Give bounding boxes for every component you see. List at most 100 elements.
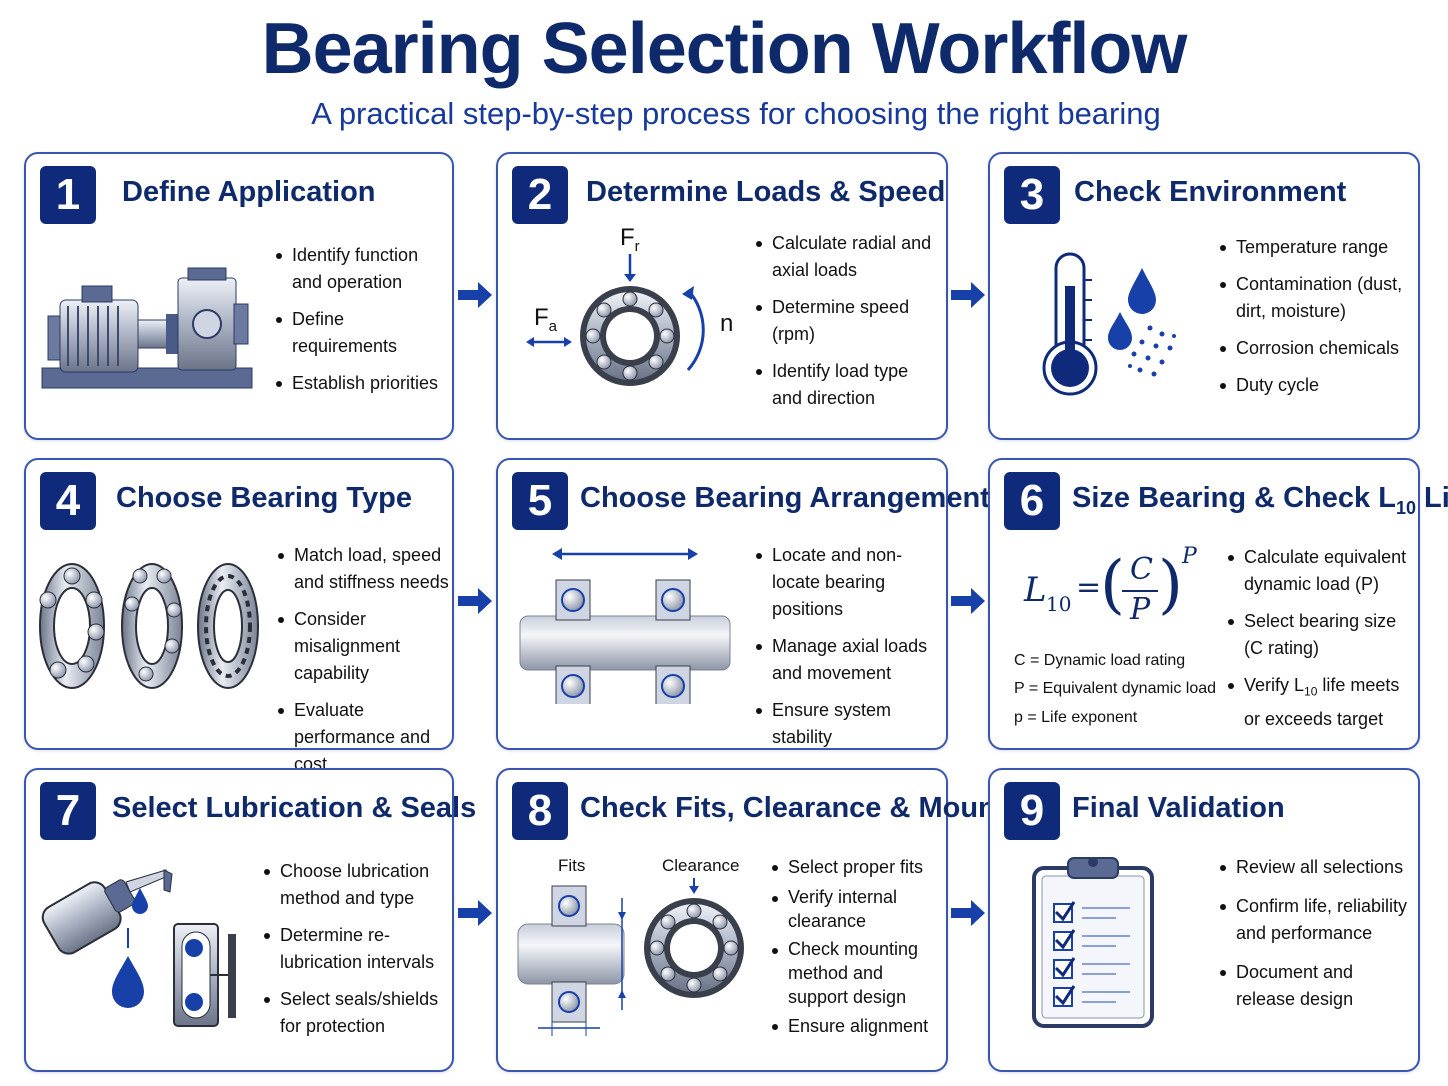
bullet-item: Temperature range — [1220, 234, 1410, 261]
step-number-badge: 9 — [1004, 782, 1060, 840]
clipboard-checklist-icon — [1032, 857, 1154, 1028]
step-bullets: Calculate radial and axial loads Determi… — [756, 230, 936, 422]
step-card-6: 6 Size Bearing & Check L10 Life L 10 = (… — [988, 458, 1448, 750]
fits-clearance-diagram — [517, 878, 744, 1036]
step-card-7: 7 Select Lubrication & Seals Choose lubr… — [24, 768, 476, 1072]
lubrication-seal-illustration — [41, 869, 236, 1027]
tapered-roller-bearing-icon — [197, 563, 259, 689]
step-number-badge: 7 — [40, 782, 96, 840]
step-title: Check Environment — [1074, 176, 1347, 208]
flow-arrow-icon — [951, 588, 985, 614]
step-number-badge: 3 — [1004, 166, 1060, 224]
axial-force-label: Fa — [534, 304, 558, 335]
bullet-item: Calculate equivalent dynamic load (P) — [1228, 544, 1412, 598]
bullet-item: Consider misalignment capability — [278, 606, 450, 687]
bullet-item: Select bearing size (C rating) — [1228, 608, 1412, 662]
fits-label: Fits — [558, 856, 586, 875]
clearance-bearing-icon — [644, 898, 744, 998]
self-aligning-bearing-icon — [121, 563, 183, 689]
life-equation: L 10 = ( C P ) P — [1024, 544, 1197, 627]
flow-arrow-icon — [458, 282, 492, 308]
speed-label: n — [720, 310, 734, 337]
bearing-housing-right — [655, 579, 691, 704]
bullet-item: Identify function and operation — [276, 242, 446, 296]
bullet-item: Determine speed (rpm) — [756, 294, 936, 348]
bullet-item: Select proper fits — [772, 854, 938, 881]
equation-legend-exponent: p = Life exponent — [1014, 709, 1138, 726]
bullet-item: Contamination (dust, dirt, moisture) — [1220, 271, 1410, 325]
step-bullets: Identify function and operation Define r… — [276, 242, 446, 407]
page-subtitle: A practical step-by-step process for cho… — [311, 96, 1161, 131]
bearing-seal-icon — [173, 923, 236, 1027]
ball-bearing-icon — [580, 286, 680, 386]
flow-arrow-icon — [951, 900, 985, 926]
step-number-badge: 4 — [40, 472, 96, 530]
step-title: Choose Bearing Type — [116, 482, 412, 514]
bullet-item: Define requirements — [276, 306, 446, 360]
step-title: Check Fits, Clearance & Mounting — [580, 792, 1049, 824]
bullet-item: Ensure alignment — [772, 1013, 938, 1040]
bullet-item: Select seals/shields for protection — [264, 986, 450, 1040]
step-card-9: 9 Final Validation Review all selections… — [988, 768, 1420, 1072]
flow-arrow-icon — [951, 282, 985, 308]
step-number-badge: 8 — [512, 782, 568, 840]
bullet-item: Verify L10 life meets or exceeds target — [1228, 672, 1412, 733]
step-card-3: 3 Check Environment Temperature range Co… — [988, 152, 1420, 440]
step-title: Determine Loads & Speed — [586, 176, 946, 208]
step-number-badge: 6 — [1004, 472, 1060, 530]
bullet-item: Determine re-lubrication intervals — [264, 922, 450, 976]
step-title: Select Lubrication & Seals — [112, 792, 477, 824]
bearing-arrangement-diagram — [519, 548, 731, 704]
bullet-item: Corrosion chemicals — [1220, 335, 1410, 362]
step-card-4: 4 Choose Bearing Type Match load, speed … — [24, 458, 454, 774]
radial-force-label: Fr — [620, 224, 640, 255]
step-title: Size Bearing & Check L10 Life — [1072, 482, 1448, 518]
step-bullets: Temperature range Contamination (dust, d… — [1220, 234, 1410, 409]
bullet-item: Locate and non-locate bearing positions — [756, 542, 938, 623]
step-card-8: 8 Check Fits, Clearance & Mounting Fits … — [496, 768, 1049, 1072]
step-number-badge: 1 — [40, 166, 96, 224]
thermometer-icon — [1042, 252, 1176, 396]
motor-pump-illustration — [41, 267, 253, 389]
bullet-item: Verify internal clearance — [772, 885, 938, 933]
bullet-item: Ensure system stability — [756, 697, 938, 751]
bullet-item: Document and release design — [1220, 959, 1410, 1013]
step-number-badge: 2 — [512, 166, 568, 224]
oil-can-icon — [41, 869, 173, 955]
step-bullets: Select proper fits Verify internal clear… — [772, 854, 938, 1050]
deep-groove-bearing-icon — [39, 563, 105, 689]
step-bullets: Match load, speed and stiffness needs Co… — [278, 542, 450, 788]
step-bullets: Review all selections Confirm life, reli… — [1220, 854, 1410, 1023]
checklist-items — [1053, 901, 1130, 1007]
bearing-housing-left — [555, 579, 591, 704]
bullet-item: Calculate radial and axial loads — [756, 230, 936, 284]
step-bullets: Calculate equivalent dynamic load (P) Se… — [1228, 544, 1412, 743]
bullet-item: Duty cycle — [1220, 372, 1410, 399]
bullet-item: Check mounting method and support design — [772, 937, 938, 1009]
step-card-5: 5 Choose Bearing Arrangement Locate and … — [496, 458, 990, 750]
bullet-item: Manage axial loads and movement — [756, 633, 938, 687]
bearing-types-illustration — [39, 563, 259, 689]
equation-legend-p: P = Equivalent dynamic load — [1014, 680, 1217, 697]
page-title: Bearing Selection Workflow — [261, 9, 1188, 89]
bullet-item: Match load, speed and stiffness needs — [278, 542, 450, 596]
flow-arrow-icon — [458, 900, 492, 926]
bullet-item: Choose lubrication method and type — [264, 858, 450, 912]
bullet-item: Confirm life, reliability and performanc… — [1220, 893, 1410, 947]
step-card-1: 1 Define Application Identify function a… — [24, 152, 454, 440]
step-number-badge: 5 — [512, 472, 568, 530]
step-title: Define Application — [122, 176, 376, 208]
bullet-item: Evaluate performance and cost — [278, 697, 450, 778]
step-title: Choose Bearing Arrangement — [580, 482, 990, 514]
equation-legend-c: C = Dynamic load rating — [1014, 652, 1186, 669]
flow-arrow-icon — [458, 588, 492, 614]
bullet-item: Review all selections — [1220, 854, 1410, 881]
step-card-2: 2 Determine Loads & Speed Fr Fa n Calcul… — [496, 152, 948, 440]
step-bullets: Locate and non-locate bearing positions … — [756, 542, 938, 761]
step-title: Final Validation — [1072, 792, 1285, 824]
bullet-item: Establish priorities — [276, 370, 446, 397]
bullet-item: Identify load type and direction — [756, 358, 936, 412]
load-bearing-diagram — [526, 254, 705, 386]
clearance-label: Clearance — [662, 856, 740, 875]
step-bullets: Choose lubrication method and type Deter… — [264, 858, 450, 1050]
